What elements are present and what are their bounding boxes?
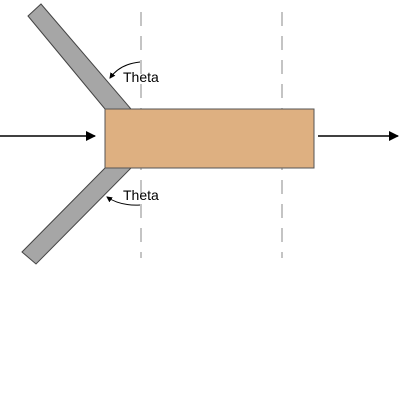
- block: [104, 108, 315, 169]
- lower-guide-bar: [21, 167, 133, 265]
- upper-guide-bar: [27, 3, 133, 110]
- upper-angle-label: Theta: [123, 69, 159, 85]
- upper-angle-arc: [109, 61, 141, 79]
- lower-angle-label: Theta: [123, 187, 159, 203]
- lower-angle-arc: [106, 196, 141, 206]
